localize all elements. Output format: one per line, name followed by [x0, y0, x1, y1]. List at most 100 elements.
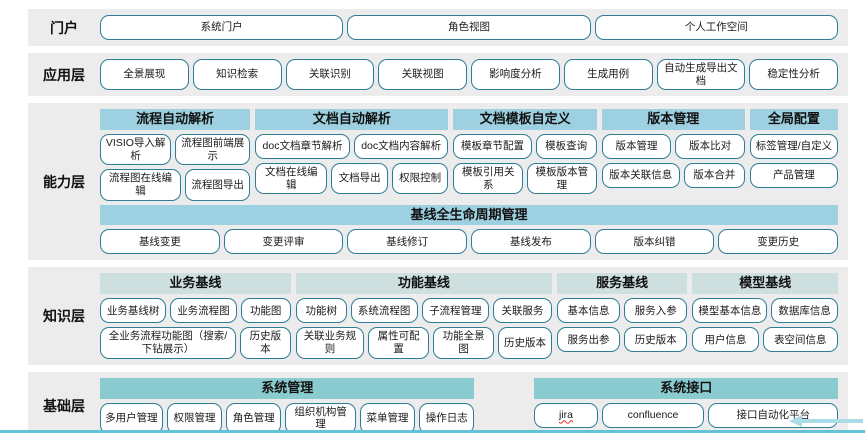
- layer-label-portal: 门户: [50, 19, 78, 36]
- group-header: 业务基线: [100, 273, 291, 295]
- group-service-baseline: 服务基线 基本信息服务入参 服务出参历史版本: [556, 273, 688, 358]
- item-box: 自动生成导出文档: [656, 59, 746, 91]
- group-row: 关联业务规则属性可配置功能全景图历史版本: [295, 327, 552, 359]
- item-box: 组织机构管理: [285, 402, 356, 433]
- group-row: 服务出参历史版本: [556, 327, 688, 353]
- bottom-accent-line: [0, 430, 865, 433]
- item-box: 知识检索: [192, 59, 282, 91]
- portal-boxes: 系统门户角色视图个人工作空间: [100, 15, 838, 40]
- item-box: 模板查询: [535, 134, 597, 160]
- item-box: 多用户管理: [100, 402, 163, 433]
- layer-foundation: 基础层 系统管理 多用户管理权限管理角色管理组织机构管理菜单管理操作日志 系统接…: [28, 371, 848, 433]
- item-box: 个人工作空间: [594, 15, 838, 40]
- item-box: 服务出参: [556, 327, 621, 353]
- item-box: 关联视图: [378, 59, 467, 91]
- item-box: 系统流程图: [350, 298, 418, 324]
- item-box: 模型基本信息: [692, 298, 768, 324]
- item-box: 角色管理: [226, 402, 282, 433]
- group-row: 版本管理版本比对: [601, 134, 745, 160]
- layer-label-knowledge: 知识层: [43, 308, 85, 324]
- item-box: 基线变更: [100, 229, 220, 255]
- group-header: 服务基线: [556, 273, 688, 295]
- left-arrow-decoration: [789, 415, 863, 427]
- item-box: 基本信息: [556, 298, 621, 324]
- capability-groups: 流程自动解析 VISIO导入解析流程图前端展示 流程图在线编辑流程图导出 文档自…: [100, 109, 838, 201]
- layer-application: 应用层 全景展现知识检索关联识别关联视图影响度分析生成用例自动生成导出文档稳定性…: [28, 53, 848, 97]
- item-box: 关联服务: [492, 298, 552, 324]
- group-header: 流程自动解析: [100, 109, 251, 131]
- group-global-config: 全局配置 标签管理/自定义 产品管理: [749, 109, 838, 200]
- item-box: VISIO导入解析: [100, 134, 172, 166]
- item-box: 服务入参: [624, 298, 688, 324]
- item-box: 版本关联信息: [601, 163, 680, 189]
- group-row: 多用户管理权限管理角色管理组织机构管理菜单管理操作日志: [100, 402, 475, 433]
- item-box: 关联业务规则: [295, 327, 365, 359]
- arrow-shaft: [801, 419, 863, 423]
- item-box: 流程图导出: [184, 169, 251, 201]
- item-box: 版本比对: [675, 134, 745, 160]
- item-box: 子流程管理: [421, 298, 489, 324]
- group-row: 用户信息表空间信息: [692, 327, 839, 353]
- layer-portal: 门户 系统门户角色视图个人工作空间: [28, 9, 848, 46]
- group-row: 基本信息服务入参: [556, 298, 688, 324]
- item-box: 表空间信息: [762, 327, 839, 353]
- layer-label-application: 应用层: [43, 66, 85, 83]
- item-box: 生成用例: [563, 59, 653, 91]
- item-box: confluence: [601, 402, 705, 428]
- group-row: 全业务流程功能图（搜索/下钻展示）历史版本: [100, 327, 291, 359]
- item-box: 属性可配置: [368, 327, 430, 359]
- group-row: 文档在线编辑文档导出权限控制: [255, 163, 449, 195]
- item-box: 全景展现: [100, 59, 189, 91]
- group-header: 文档自动解析: [255, 109, 449, 131]
- item-box: 产品管理: [749, 163, 838, 189]
- item-box: 功能全景图: [433, 327, 495, 359]
- item-box: 权限控制: [391, 163, 449, 195]
- item-box: 稳定性分析: [749, 59, 838, 91]
- layer-label-foundation: 基础层: [43, 397, 85, 414]
- group-row: 基线变更变更评审基线修订基线发布版本纠错变更历史: [100, 229, 839, 255]
- group-header: 基线全生命周期管理: [100, 204, 838, 226]
- group-row: 产品管理: [749, 163, 838, 189]
- group-header: 全局配置: [749, 109, 838, 131]
- group-row: 标签管理/自定义: [749, 134, 838, 160]
- item-box: 历史版本: [239, 327, 291, 359]
- item-box: 版本纠错: [594, 229, 715, 255]
- group-row: 模板引用关系模板版本管理: [453, 163, 597, 195]
- group-baseline-lifecycle: 基线全生命周期管理 基线变更变更评审基线修订基线发布版本纠错变更历史: [100, 204, 839, 255]
- item-box: 流程图前端展示: [175, 134, 251, 166]
- group-header: 版本管理: [601, 109, 745, 131]
- item-box: 系统门户: [100, 15, 344, 40]
- group-version-management: 版本管理 版本管理版本比对 版本关联信息版本合并: [601, 109, 745, 200]
- group-header: 功能基线: [295, 273, 552, 295]
- group-row: 业务基线树业务流程图功能图: [100, 298, 291, 324]
- arrow-head-icon: [789, 415, 802, 427]
- layer-capability: 能力层 流程自动解析 VISIO导入解析流程图前端展示 流程图在线编辑流程图导出…: [28, 103, 848, 261]
- item-box: 操作日志: [419, 402, 475, 433]
- group-model-baseline: 模型基线 模型基本信息数据库信息 用户信息表空间信息: [692, 273, 839, 358]
- item-box: 功能图: [240, 298, 291, 324]
- group-system-management: 系统管理 多用户管理权限管理角色管理组织机构管理菜单管理操作日志: [100, 377, 475, 433]
- item-box: 模板版本管理: [527, 163, 597, 195]
- item-box: 权限管理: [166, 402, 223, 433]
- item-box: 模板引用关系: [453, 163, 524, 195]
- item-box: 基线修订: [347, 229, 468, 255]
- item-box: 模板章节配置: [453, 134, 532, 160]
- group-header: 系统管理: [100, 377, 475, 399]
- group-row: VISIO导入解析流程图前端展示: [100, 134, 251, 166]
- application-boxes: 全景展现知识检索关联识别关联视图影响度分析生成用例自动生成导出文档稳定性分析: [100, 59, 838, 91]
- item-box: 全业务流程功能图（搜索/下钻展示）: [100, 327, 236, 359]
- item-box: doc文档内容解析: [353, 134, 449, 160]
- layer-knowledge: 知识层 业务基线 业务基线树业务流程图功能图 全业务流程功能图（搜索/下钻展示）…: [28, 267, 848, 365]
- item-box: 功能树: [295, 298, 347, 324]
- foundation-gap: [479, 378, 529, 433]
- item-box: jira: [534, 402, 598, 428]
- item-box: 关联识别: [285, 59, 375, 91]
- item-box: 业务基线树: [100, 298, 167, 324]
- group-function-baseline: 功能基线 功能树系统流程图子流程管理关联服务 关联业务规则属性可配置功能全景图历…: [295, 273, 552, 359]
- item-box: 历史版本: [498, 327, 552, 359]
